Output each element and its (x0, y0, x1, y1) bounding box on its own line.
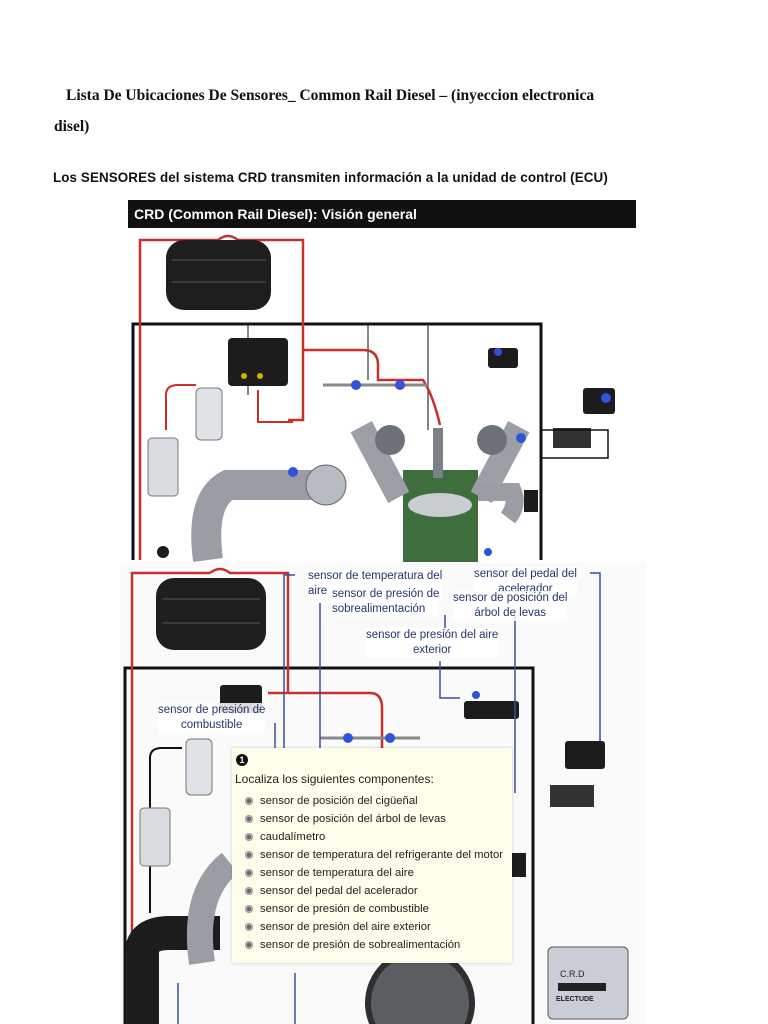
label-camshaft-text: sensor de posición del árbol de levas (453, 592, 568, 619)
air-filter-housing (305, 464, 347, 506)
list-item-text: sensor del pedal del acelerador (260, 885, 418, 897)
label-camshaft-sensor: sensor de posición del árbol de levas (453, 591, 568, 621)
ambient-pressure-sensor (464, 701, 519, 719)
crd-diagram-svg (131, 234, 615, 562)
high-pressure-pump (228, 338, 288, 386)
bullet-icon (245, 797, 253, 805)
document-subtitle: Los SENSORES del sistema CRD transmiten … (53, 170, 608, 185)
title-line-2: disel) (54, 118, 90, 135)
label-fuel-pressure-text: sensor de presión de combustible (158, 704, 266, 731)
bullet-icon (245, 923, 253, 931)
label-ambient-pressure-sensor: sensor de presión del aire exterior (366, 628, 499, 658)
figure-header: CRD (Common Rail Diesel): Visión general (128, 200, 636, 228)
bullet-icon (245, 833, 253, 841)
list-item-text: sensor de temperatura del refrigerante d… (260, 849, 504, 861)
intake-pipe (191, 470, 318, 562)
mass-airflow-meter (125, 916, 220, 1024)
list-item: sensor del pedal del acelerador (242, 882, 503, 900)
components-list: sensor de posición del cigüeñal sensor d… (242, 792, 503, 954)
wiring-frame (131, 322, 543, 560)
bullet-icon (245, 941, 253, 949)
crd-overview-figure: CRD (Common Rail Diesel): Visión general (128, 200, 638, 562)
components-task-panel: 1 Localiza los siguientes componentes: s… (232, 748, 512, 963)
bullet-icon (245, 905, 253, 913)
list-item: sensor de temperatura del aire (242, 864, 503, 882)
label-air-temp-text: sensor de temperatura del aire (308, 570, 443, 597)
pedal-sensor (565, 741, 605, 769)
accelerator-pedal (550, 785, 594, 807)
bullet-icon (245, 869, 253, 877)
label-ambient-pressure-text: sensor de presión del aire exterior (366, 629, 499, 656)
list-item: sensor de presión del aire exterior (242, 918, 503, 936)
pre-filter (139, 807, 171, 867)
fuel-filter (195, 387, 223, 441)
list-item: sensor de temperatura del refrigerante d… (242, 846, 503, 864)
list-item-text: sensor de presión de combustible (260, 903, 429, 915)
fuel-tank (166, 240, 271, 310)
list-item-text: sensor de presión de sobrealimentación (260, 939, 461, 951)
list-item-text: sensor de temperatura del aire (260, 867, 414, 879)
list-item: sensor de presión de combustible (242, 900, 503, 918)
fuel-filter (185, 738, 213, 796)
list-item: sensor de posición del árbol de levas (242, 810, 503, 828)
pre-filter (147, 437, 179, 497)
label-fuel-pressure-sensor: sensor de presión de combustible (158, 703, 266, 733)
list-item: caudalímetro (242, 828, 503, 846)
document-title: Lista De Ubicaciones De Sensores_ Common… (54, 80, 704, 142)
map-sensor (488, 348, 518, 368)
list-item-text: sensor de posición del cigüeñal (260, 795, 418, 807)
title-line-1: Lista De Ubicaciones De Sensores_ Common… (66, 87, 595, 104)
ecu-brand: ELECTUDE (556, 996, 594, 1003)
bullet-icon (245, 815, 253, 823)
list-item-text: caudalímetro (260, 831, 326, 843)
label-boost-pressure-sensor: sensor de presión de sobrealimentación (332, 587, 440, 617)
crd-labeled-figure: C.R.D ELECTUDE sensor de temperatura del… (120, 563, 646, 1024)
list-item: sensor de presión de sobrealimentación (242, 936, 503, 954)
panel-intro: Localiza los siguientes componentes: (235, 772, 434, 786)
list-item-text: sensor de posición del árbol de levas (260, 813, 446, 825)
bullet-icon (245, 887, 253, 895)
list-item-text: sensor de presión del aire exterior (260, 921, 431, 933)
bullet-icon (245, 851, 253, 859)
pedal-sensor (583, 388, 615, 414)
ecu-label: C.R.D (560, 969, 585, 979)
list-item: sensor de posición del cigüeñal (242, 792, 503, 810)
accelerator-pedal (553, 428, 591, 448)
label-boost-pressure-text: sensor de presión de sobrealimentación (332, 588, 440, 615)
fuel-tank (156, 578, 266, 650)
step-number-badge: 1 (236, 754, 248, 766)
